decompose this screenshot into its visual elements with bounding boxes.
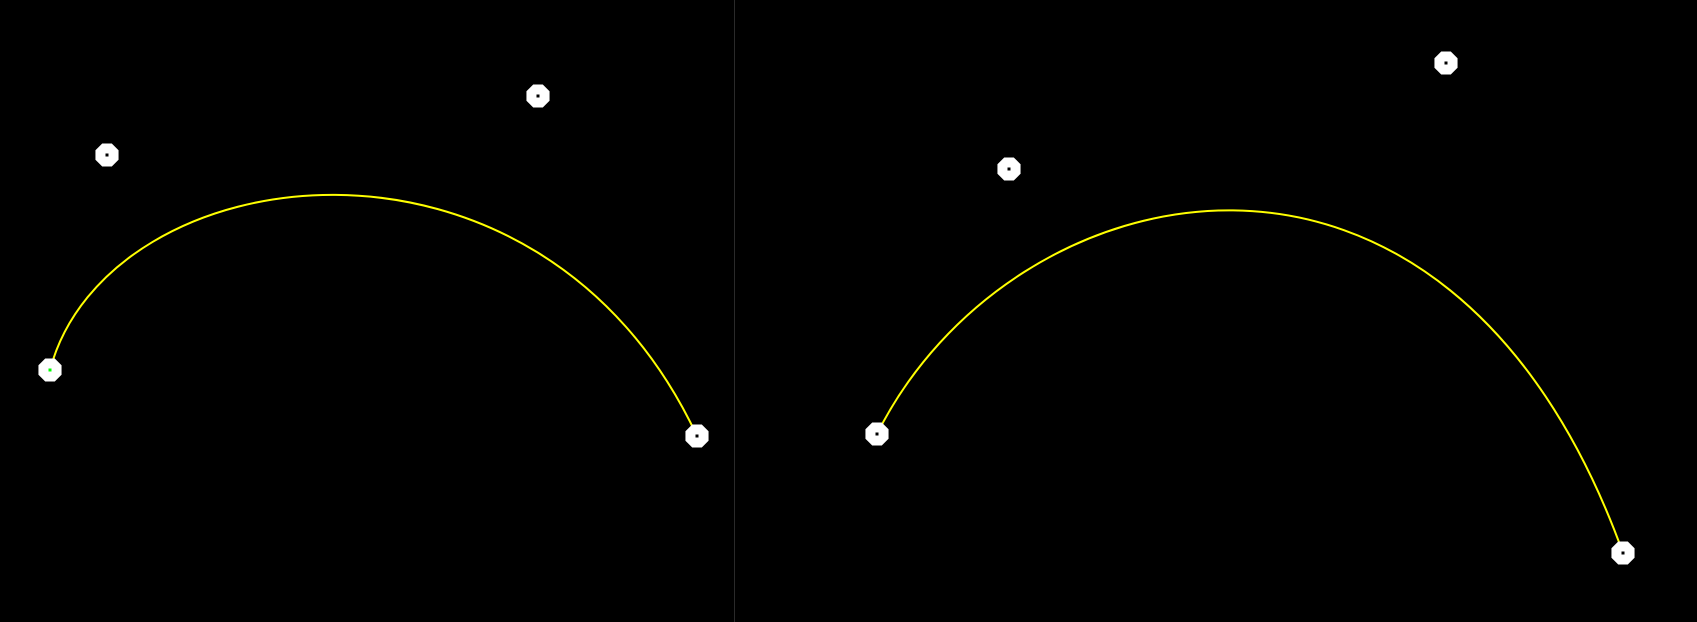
control-point-handle-0[interactable]	[38, 358, 62, 382]
panels-layer	[38, 51, 1635, 565]
control-point-handle-3[interactable]	[685, 424, 709, 448]
control-point-center	[695, 434, 699, 438]
right-bezier-panel	[865, 51, 1635, 565]
control-point-handle-1[interactable]	[997, 157, 1021, 181]
left-bezier-panel	[38, 84, 709, 448]
bezier-curve	[49, 193, 698, 437]
control-point-center	[1444, 61, 1448, 65]
control-point-center	[536, 94, 540, 98]
control-point-handle-1[interactable]	[95, 143, 119, 167]
control-point-center	[105, 153, 109, 157]
control-point-center	[875, 432, 879, 436]
control-point-handle-3[interactable]	[1611, 541, 1635, 565]
control-point-center	[1007, 167, 1011, 171]
control-point-handle-2[interactable]	[526, 84, 550, 108]
selected-point-marker	[48, 368, 52, 372]
control-point-center	[1621, 551, 1625, 555]
control-point-handle-2[interactable]	[1434, 51, 1458, 75]
control-point-handle-0[interactable]	[865, 422, 889, 446]
bezier-curve	[876, 209, 1624, 554]
